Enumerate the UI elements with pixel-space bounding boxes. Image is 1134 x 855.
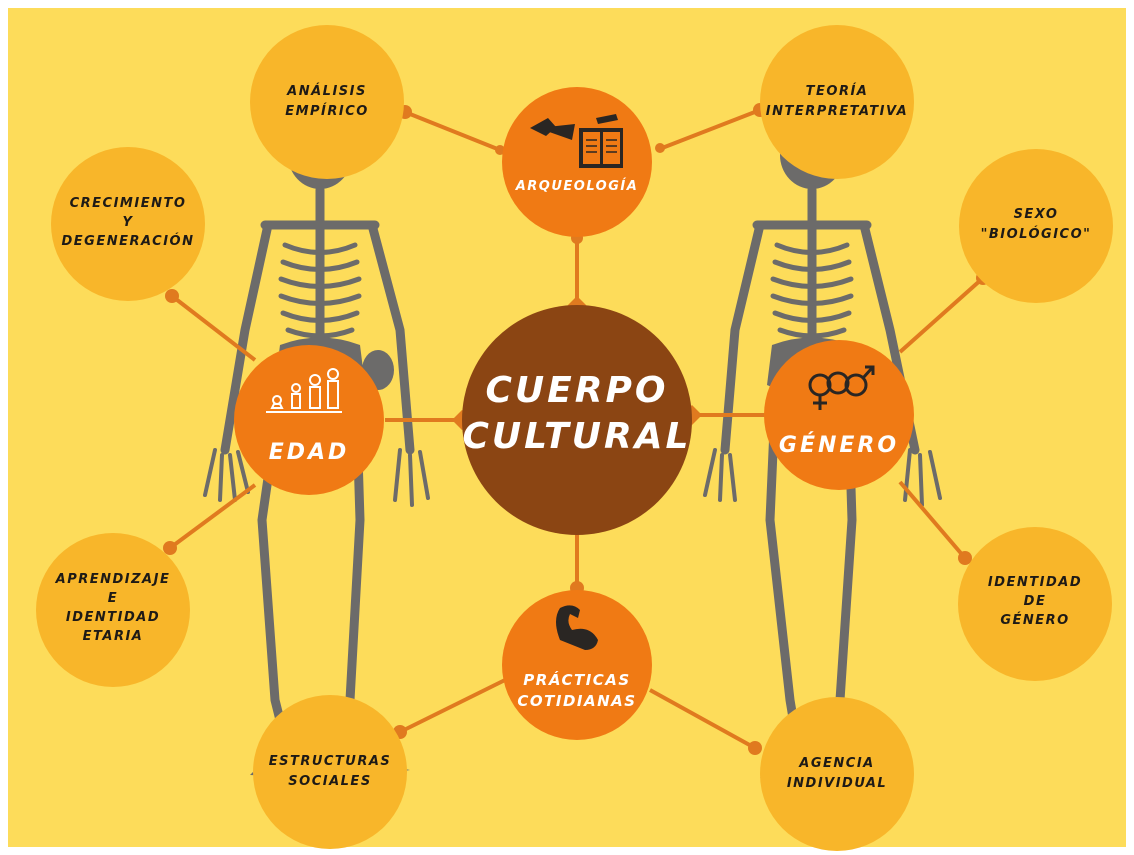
leaf-crecimiento-line2: Y bbox=[123, 215, 134, 230]
hub-practicas-label-line1: PRÁCTICAS bbox=[523, 670, 630, 689]
leaf-teoria-line1: TEORÍA bbox=[806, 83, 869, 99]
leaf-estructuras-line2: SOCIALES bbox=[288, 774, 371, 789]
hub-edad-label: EDAD bbox=[269, 440, 350, 465]
leaf-aprendizaje-line3: IDENTIDAD bbox=[66, 610, 160, 625]
leaf-agencia-line2: INDIVIDUAL bbox=[787, 776, 887, 791]
center-title-line2: CULTURAL bbox=[463, 416, 692, 457]
leaf-aprendizaje-line4: ETARIA bbox=[83, 629, 144, 644]
leaf-crecimiento-line3: DEGENERACIÓN bbox=[62, 233, 195, 249]
leaf-sexo-line2: "BIOLÓGICO" bbox=[981, 226, 1092, 242]
hub-practicas-label-line2: COTIDIANAS bbox=[517, 692, 636, 710]
leaf-aprendizaje-line2: E bbox=[108, 591, 118, 606]
leaf-analisis-line1: ANÁLISIS bbox=[286, 83, 367, 99]
leaf-estructuras-line1: ESTRUCTURAS bbox=[269, 754, 392, 769]
leaf-crecimiento-line1: CRECIMIENTO bbox=[70, 196, 187, 211]
leaf-identidad-genero-line3: GÉNERO bbox=[1000, 612, 1069, 628]
leaf-identidad-genero-line1: IDENTIDAD bbox=[988, 575, 1082, 590]
center-title-line1: CUERPO bbox=[486, 370, 669, 411]
leaf-aprendizaje-line1: APRENDIZAJE bbox=[55, 572, 171, 587]
leaf-identidad-genero-line2: DE bbox=[1024, 594, 1047, 609]
leaf-agencia-line1: AGENCIA bbox=[798, 756, 874, 771]
hub-genero-label: GÉNERO bbox=[779, 432, 899, 458]
leaf-teoria-line2: INTERPRETATIVA bbox=[766, 104, 909, 119]
leaf-sexo-line1: SEXO bbox=[1014, 207, 1059, 222]
hub-arqueologia-label: ARQUEOLOGÍA bbox=[515, 178, 639, 194]
leaf-analisis-line2: EMPÍRICO bbox=[285, 103, 369, 119]
